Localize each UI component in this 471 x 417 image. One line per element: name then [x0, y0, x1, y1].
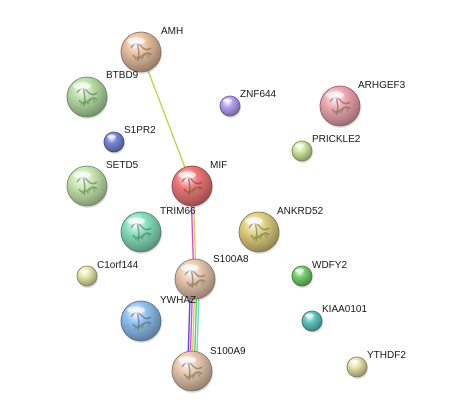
node-bubble[interactable]	[120, 211, 162, 253]
node-ywhaz[interactable]: YWHAZ	[120, 295, 196, 343]
node-label-s100a8: S100A8	[213, 254, 249, 265]
node-bubble[interactable]	[301, 310, 323, 332]
edge-amh-mif[interactable]	[140, 51, 193, 187]
node-highlight	[127, 306, 145, 314]
node-highlight	[295, 268, 304, 273]
node-label-prickle2: PRICKLE2	[312, 134, 361, 145]
node-label-mif: MIF	[210, 160, 227, 171]
node-mif[interactable]: MIF	[171, 160, 227, 208]
node-label-ankrd52: ANKRD52	[277, 206, 324, 217]
node-highlight	[326, 91, 344, 99]
node-c1orf144[interactable]: C1orf144	[76, 260, 139, 288]
node-bubble[interactable]	[346, 356, 368, 378]
node-s100a9[interactable]: S100A9	[171, 346, 246, 393]
node-highlight	[350, 359, 359, 364]
node-wdfy2[interactable]: WDFY2	[291, 260, 347, 288]
node-bubble[interactable]	[319, 85, 361, 127]
node-label-kiaa0101: KIAA0101	[322, 304, 367, 315]
node-label-trim66: TRIM66	[160, 206, 196, 217]
node-highlight	[80, 268, 89, 273]
node-label-ythdf2: YTHDF2	[367, 350, 406, 361]
node-bubble[interactable]	[171, 165, 213, 207]
node-label-arhgef3: ARHGEF3	[358, 80, 406, 91]
node-highlight	[295, 143, 304, 148]
node-arhgef3[interactable]: ARHGEF3	[319, 80, 406, 128]
node-highlight	[107, 134, 116, 139]
node-highlight	[178, 171, 196, 179]
node-bubble[interactable]	[174, 258, 216, 300]
node-btbd9[interactable]: BTBD9	[66, 70, 139, 119]
node-trim66[interactable]: TRIM66	[120, 206, 196, 254]
node-highlight	[73, 82, 91, 90]
node-label-znf644: ZNF644	[240, 89, 277, 100]
node-bubble[interactable]	[66, 165, 108, 207]
node-label-c1orf144: C1orf144	[97, 260, 139, 271]
node-prickle2[interactable]: PRICKLE2	[291, 134, 361, 163]
node-highlight	[178, 356, 196, 364]
node-amh[interactable]: AMH	[120, 26, 183, 74]
node-bubble[interactable]	[76, 265, 98, 287]
node-bubble[interactable]	[219, 95, 241, 117]
node-highlight	[127, 37, 145, 45]
node-label-ywhaz: YWHAZ	[160, 295, 196, 306]
node-bubble[interactable]	[103, 131, 125, 153]
node-label-wdfy2: WDFY2	[312, 260, 347, 271]
node-highlight	[73, 171, 91, 179]
node-bubble[interactable]	[291, 140, 313, 162]
node-bubble[interactable]	[66, 76, 108, 118]
node-bubble[interactable]	[171, 350, 213, 392]
node-highlight	[305, 313, 314, 318]
node-bubble[interactable]	[120, 31, 162, 73]
node-highlight	[127, 217, 145, 225]
node-highlight	[181, 264, 199, 272]
node-s1pr2[interactable]: S1PR2	[103, 125, 156, 154]
node-ankrd52[interactable]: ANKRD52	[238, 206, 324, 254]
node-s100a8[interactable]: S100A8	[174, 254, 249, 301]
node-label-btbd9: BTBD9	[106, 70, 139, 81]
node-highlight	[223, 98, 232, 103]
node-ythdf2[interactable]: YTHDF2	[346, 350, 406, 379]
node-label-amh: AMH	[161, 26, 183, 37]
node-bubble[interactable]	[238, 211, 280, 253]
node-label-setd5: SETD5	[106, 160, 139, 171]
node-bubble[interactable]	[291, 265, 313, 287]
node-bubble[interactable]	[120, 300, 162, 342]
node-highlight	[245, 217, 263, 225]
node-setd5[interactable]: SETD5	[66, 160, 139, 208]
node-kiaa0101[interactable]: KIAA0101	[301, 304, 367, 333]
node-znf644[interactable]: ZNF644	[219, 89, 277, 118]
node-label-s1pr2: S1PR2	[124, 125, 156, 136]
node-label-s100a9: S100A9	[210, 346, 246, 357]
